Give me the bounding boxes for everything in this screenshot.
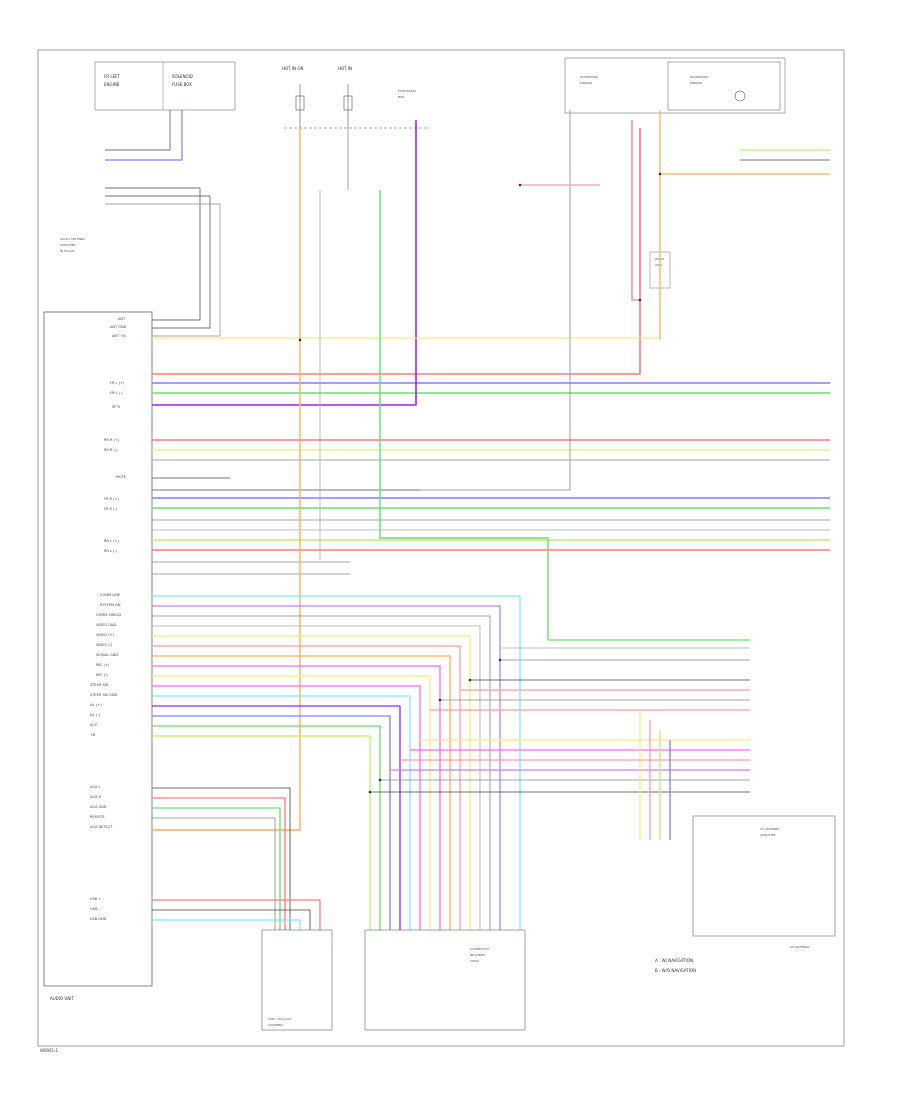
svg-text:HOT IN: HOT IN	[338, 66, 352, 71]
svg-text:USB GND: USB GND	[90, 917, 107, 921]
svg-text:AUX L: AUX L	[90, 785, 100, 789]
svg-text:AMPLIFIER: AMPLIFIER	[760, 833, 776, 837]
svg-text:ASSEMBLY: ASSEMBLY	[268, 1023, 284, 1027]
usb-connector: USB / AUX JACK ASSEMBLY	[261, 929, 333, 1031]
svg-text:ENGINE: ENGINE	[104, 82, 120, 87]
split-view-connector: CONNECTOR BETWEEN UNITS	[364, 929, 526, 1031]
svg-text:STEER SW GND: STEER SW GND	[90, 693, 117, 697]
svg-text:RR L (-): RR L (-)	[104, 549, 118, 553]
svg-text:AUDIO ANTENNA: AUDIO ANTENNA	[60, 237, 86, 241]
svg-text:ILL (-): ILL (-)	[90, 713, 101, 717]
svg-text:ACC: ACC	[90, 723, 98, 727]
svg-text:USB -: USB -	[90, 907, 100, 911]
svg-text:ANT +B: ANT +B	[112, 334, 126, 338]
antenna-box: AV ANTENNA AMPLIFIER AV ANTENNA	[692, 815, 836, 949]
page-ref: W0001-1	[40, 1048, 59, 1053]
svg-text:FR R (+): FR R (+)	[104, 497, 119, 501]
svg-text:SYSTEM ON: SYSTEM ON	[100, 603, 121, 607]
svg-text:PASSENGER: PASSENGER	[690, 75, 708, 79]
svg-text:ANT GND: ANT GND	[110, 325, 127, 329]
svg-text:FUSE BOX: FUSE BOX	[172, 82, 192, 87]
svg-text:MIC (+): MIC (+)	[96, 663, 110, 667]
fuse-block-top: HOT IN ON HOT IN FUSE/RELAY BOX	[282, 66, 430, 129]
svg-text:MIRROR: MIRROR	[690, 81, 702, 85]
svg-text:MIRROR: MIRROR	[580, 81, 592, 85]
svg-text:COMM LINE: COMM LINE	[100, 593, 120, 597]
svg-text:STEER SW: STEER SW	[90, 683, 109, 687]
audio-unit-box	[43, 311, 153, 987]
svg-text:SP R: SP R	[112, 405, 120, 409]
svg-text:VIDEO (+): VIDEO (+)	[96, 633, 114, 637]
svg-text:AV ANTENNA: AV ANTENNA	[760, 827, 780, 831]
svg-text:+B: +B	[90, 733, 96, 737]
svg-text:REMOTE: REMOTE	[90, 815, 105, 819]
svg-text:RR L (+): RR L (+)	[104, 539, 119, 543]
svg-text:FR LEFT: FR LEFT	[104, 74, 120, 79]
legend-item-b: B : W/O NAVIGATION	[655, 968, 696, 973]
svg-text:UNITS: UNITS	[470, 959, 479, 963]
usb-aux-wires	[152, 787, 321, 930]
lower-bus-wires	[152, 595, 521, 930]
svg-text:SOLENOID: SOLENOID	[172, 74, 193, 79]
right-bus-wires	[370, 639, 750, 793]
top-left-components: FR LEFT ENGINE SOLENOID FUSE BOX AUDIO A…	[60, 61, 236, 253]
svg-text:FR L (-): FR L (-)	[110, 391, 123, 395]
svg-text:USB / AUX JACK: USB / AUX JACK	[268, 1017, 292, 1021]
svg-text:ANT: ANT	[118, 317, 126, 321]
svg-text:AUX R: AUX R	[90, 795, 101, 799]
svg-text:USB +: USB +	[90, 897, 101, 901]
signal-wires	[152, 337, 830, 575]
svg-text:COMM SHIELD: COMM SHIELD	[96, 613, 121, 617]
speaker-wires	[152, 120, 830, 551]
svg-text:RR R (+): RR R (+)	[104, 438, 120, 442]
splice-points	[298, 172, 662, 794]
svg-text:ILL (+): ILL (+)	[90, 703, 102, 707]
svg-text:BOX: BOX	[398, 95, 404, 99]
svg-text:MIC (-): MIC (-)	[96, 673, 108, 677]
split-view-drops	[639, 710, 671, 840]
svg-text:RR R (-): RR R (-)	[104, 448, 118, 452]
top-left-wires	[105, 110, 221, 337]
svg-text:MUTE: MUTE	[116, 475, 126, 479]
svg-text:UNIT: UNIT	[655, 263, 662, 267]
diagram-border	[37, 49, 845, 1047]
audio-unit-pins: ANT ANT GND ANT +B FR L (+) FR L (-) SP …	[90, 317, 127, 921]
svg-text:FUSE/RELAY: FUSE/RELAY	[398, 89, 416, 93]
svg-text:PASSENGER: PASSENGER	[580, 75, 598, 79]
svg-text:AMPLIFIER: AMPLIFIER	[60, 243, 76, 247]
svg-text:FR R (-): FR R (-)	[104, 507, 118, 511]
svg-text:FR L (+): FR L (+)	[110, 381, 125, 385]
svg-text:VIDEO (-): VIDEO (-)	[96, 643, 113, 647]
svg-text:VIDEO GND: VIDEO GND	[96, 623, 117, 627]
top-right-wires	[520, 110, 830, 340]
top-right-components: PASSENGER MIRROR PASSENGER MIRROR RELAY …	[564, 57, 786, 289]
svg-text:AV ANTENNA: AV ANTENNA	[790, 945, 810, 949]
legend-item-a: A : W/ NAVIGATION	[655, 958, 693, 963]
svg-text:HOT IN ON: HOT IN ON	[282, 66, 303, 71]
svg-text:AUX GND: AUX GND	[90, 805, 107, 809]
svg-text:BETWEEN: BETWEEN	[470, 953, 485, 957]
svg-text:CONNECTOR: CONNECTOR	[470, 947, 489, 951]
svg-text:SIGNAL GND: SIGNAL GND	[96, 653, 118, 657]
svg-text:IN PILLAR: IN PILLAR	[60, 249, 74, 253]
audio-unit-label: AUDIO UNIT	[50, 996, 74, 1001]
svg-text:AUX DETECT: AUX DETECT	[90, 825, 113, 829]
power-risers	[152, 110, 571, 831]
legend: A : W/ NAVIGATION B : W/O NAVIGATION	[655, 958, 696, 973]
